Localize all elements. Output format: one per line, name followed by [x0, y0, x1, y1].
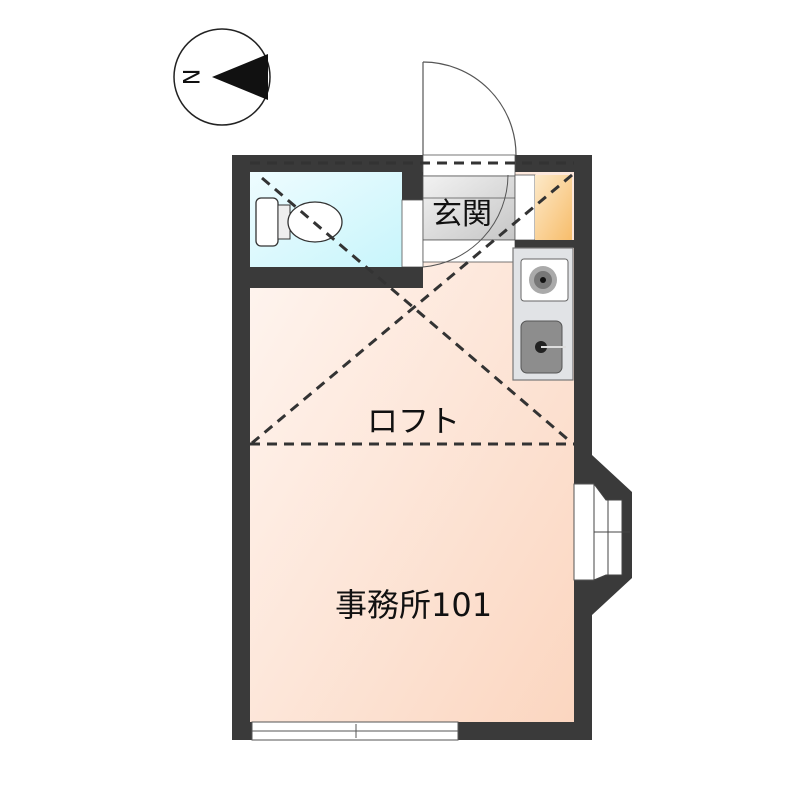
entrance-floor — [422, 175, 516, 241]
kitchen — [512, 247, 574, 381]
bottom-window — [251, 721, 459, 741]
main-room-label: 事務所101 — [335, 586, 493, 624]
loft-outline — [250, 161, 574, 446]
svg-text:N: N — [177, 69, 202, 85]
bay-window — [573, 455, 632, 615]
entrance-label: 玄関 — [432, 197, 492, 232]
north-arrow-icon — [212, 54, 268, 100]
entrance-step — [422, 239, 516, 263]
toilet-icon — [255, 197, 343, 247]
entrance-door — [422, 61, 517, 156]
toilet-door — [401, 199, 424, 268]
loft-label: ロフト — [367, 404, 460, 440]
compass: N — [173, 28, 271, 126]
closet — [535, 175, 572, 240]
